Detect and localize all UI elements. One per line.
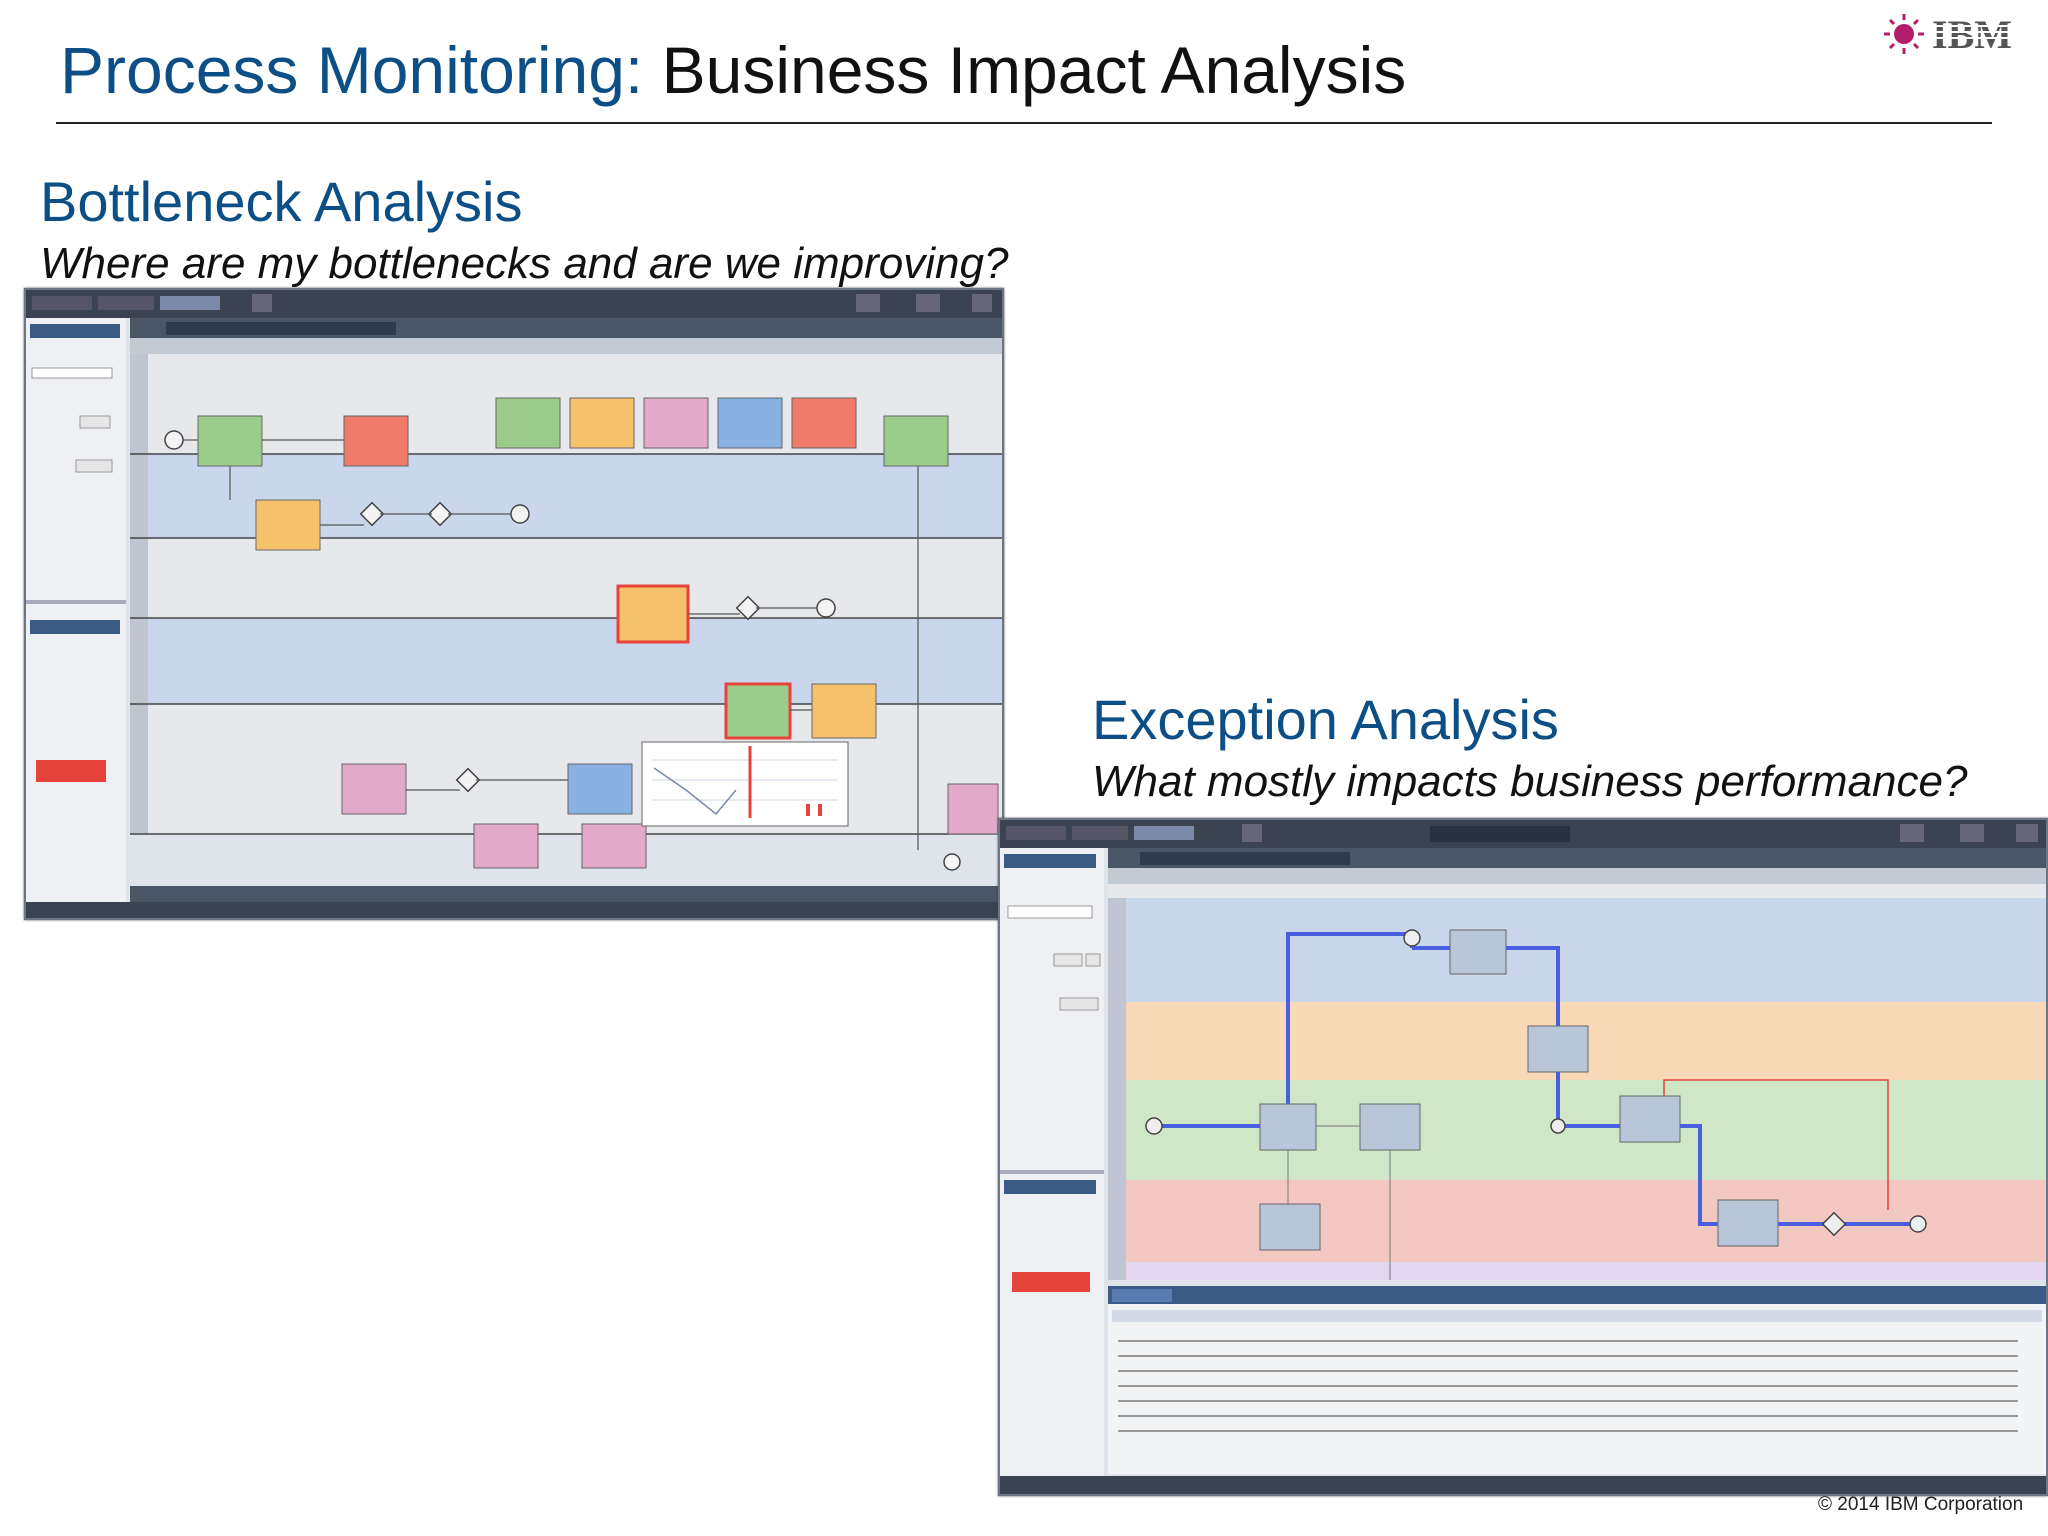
copyright-notice: © 2014 IBM Corporation <box>1818 1494 2024 1515</box>
ibm-logo: IBM <box>1884 12 2040 57</box>
task-review-sourcing <box>616 584 690 644</box>
calculate-button <box>75 459 113 473</box>
reports-table <box>1108 1304 2046 1474</box>
live-reports-tab <box>1112 1289 1172 1302</box>
bottleneck-heading: Bottleneck Analysis <box>40 170 523 233</box>
designer-tab <box>32 296 92 310</box>
mode-select <box>1007 905 1093 919</box>
optimizer-tab <box>1134 826 1194 840</box>
process-center-select <box>1430 826 1570 842</box>
task-create-purchase-order-2 <box>473 823 539 869</box>
optimizer-tab <box>160 296 220 310</box>
process-tab <box>166 322 396 335</box>
exception-question: What mostly impacts business performance… <box>1092 757 1968 806</box>
heatmap-settings-header <box>30 620 120 634</box>
designer-tab <box>1006 826 1066 840</box>
save-icon <box>252 294 272 312</box>
live-reports-tabbar <box>1108 1286 2046 1304</box>
calculate-button <box>1059 997 1099 1011</box>
exception-heading: Exception Analysis <box>1092 688 1559 751</box>
task-manager-escalation <box>1259 1203 1321 1251</box>
snapshot-icon <box>1900 824 1924 842</box>
task-approve-basket <box>255 499 321 551</box>
task-script <box>791 397 857 449</box>
mode-select <box>31 367 113 379</box>
task-manager-approval <box>1717 1199 1779 1247</box>
title-prefix: Process Monitoring: <box>60 33 644 107</box>
task-transmit-po <box>581 823 647 869</box>
select-button <box>1053 953 1083 967</box>
task-create-order <box>1259 1103 1317 1151</box>
title-main: Business Impact Analysis <box>661 33 1407 107</box>
snapshot-icon <box>856 294 880 312</box>
analysis-scenarios-header <box>30 324 120 338</box>
page-title: Process Monitoring: Business Impact Anal… <box>60 30 1406 110</box>
ibm-starburst-icon <box>1884 14 1924 54</box>
task-create-purchase-order <box>724 682 792 740</box>
task-bpm-custom <box>569 397 635 449</box>
task-get-vendor-responses <box>1449 929 1507 975</box>
help-icon <box>972 294 992 312</box>
bottleneck-question: Where are my bottlenecks and are we impr… <box>40 239 1009 288</box>
task-business-rules <box>717 397 783 449</box>
analysis-scenarios-header <box>1004 854 1096 868</box>
title-divider <box>56 122 1992 124</box>
task-amend-basket <box>343 415 409 467</box>
bottleneck-screenshot <box>24 288 1004 920</box>
task-transmit-order <box>811 683 877 739</box>
new-button <box>1085 953 1101 967</box>
order-fulfillment-tab <box>1140 852 1350 865</box>
inspector-tab <box>98 296 154 310</box>
task-book-receipt <box>883 415 949 467</box>
ibm-wordmark: IBM <box>1932 12 2012 57</box>
save-icon <box>1242 824 1262 842</box>
exception-screenshot <box>998 818 2048 1496</box>
process-center-icon <box>1960 824 1984 842</box>
heatmap-settings-header <box>1004 1180 1096 1194</box>
task-bpm-sap <box>495 397 561 449</box>
task-create-requisition <box>341 763 407 815</box>
task-automated-system <box>643 397 709 449</box>
task-review-order <box>1359 1103 1421 1151</box>
help-icon <box>2016 824 2038 842</box>
task-invoice <box>947 783 999 835</box>
process-center-icon <box>916 294 940 312</box>
inspector-tab <box>1072 826 1128 840</box>
heat-legend <box>1012 1272 1090 1292</box>
select-button <box>79 415 111 429</box>
task-select-fulfillment-option <box>1619 1095 1681 1143</box>
task-create-shopping-basket <box>197 415 263 467</box>
task-select-fulfillment-route <box>1527 1025 1589 1073</box>
heat-legend <box>36 760 106 782</box>
trend-popup <box>641 741 849 827</box>
task-shipping-basket <box>567 763 633 815</box>
